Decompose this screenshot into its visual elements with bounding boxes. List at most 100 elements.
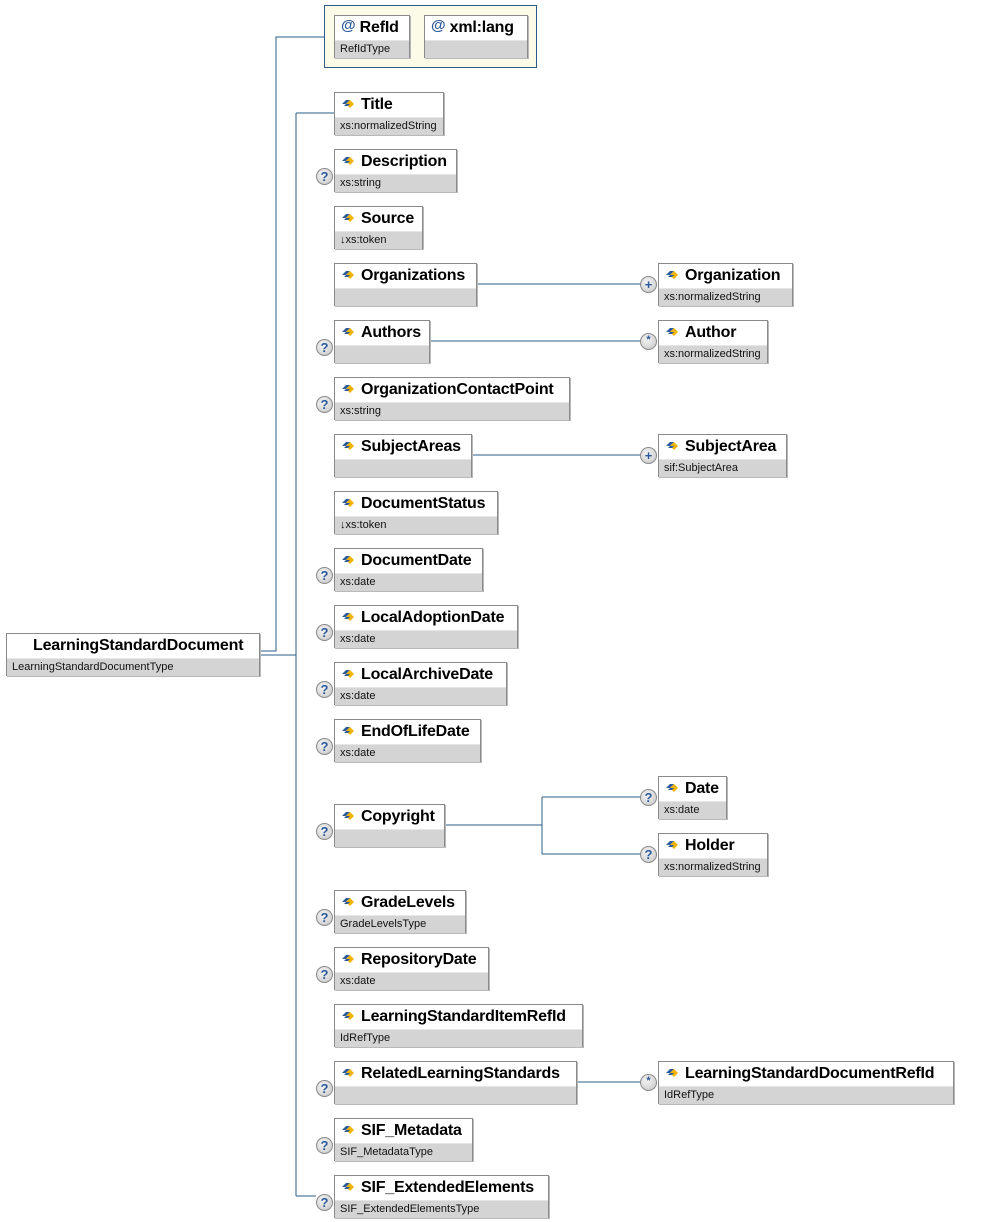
optional-icon: ? — [316, 396, 333, 413]
element-holder[interactable]: Holder xs:normalizedString — [658, 833, 768, 876]
element-icon — [342, 213, 354, 222]
root-element-learning-standard-document[interactable]: LearningStandardDocument LearningStandar… — [6, 633, 260, 676]
element-author[interactable]: Author xs:normalizedString — [658, 320, 768, 363]
element-type: SIF_MetadataType — [335, 1143, 472, 1161]
element-type — [335, 288, 476, 306]
element-sif-extended-elements[interactable]: SIF_ExtendedElements SIF_ExtendedElement… — [334, 1175, 549, 1218]
element-organizations[interactable]: Organizations — [334, 263, 477, 306]
optional-icon: ? — [316, 823, 333, 840]
element-related-learning-standards[interactable]: RelatedLearningStandards — [334, 1061, 577, 1104]
element-icon — [342, 1182, 354, 1191]
optional-icon: ? — [316, 1194, 333, 1211]
element-icon — [342, 811, 354, 820]
element-type: xs:normalizedString — [659, 288, 792, 306]
element-subject-areas[interactable]: SubjectAreas — [334, 434, 472, 477]
element-title[interactable]: Title xs:normalizedString — [334, 92, 444, 135]
optional-icon: ? — [316, 168, 333, 185]
attribute-at-icon: @ — [431, 16, 446, 34]
element-name: SubjectArea — [685, 438, 777, 455]
element-type: xs:normalizedString — [335, 117, 443, 135]
optional-icon: ? — [316, 624, 333, 641]
element-icon — [342, 897, 354, 906]
one-or-more-icon: + — [640, 447, 657, 464]
element-icon — [666, 840, 678, 849]
element-local-adoption-date[interactable]: LocalAdoptionDate xs:date — [334, 605, 518, 648]
element-local-archive-date[interactable]: LocalArchiveDate xs:date — [334, 662, 507, 705]
element-icon — [342, 612, 354, 621]
element-name: Organization — [685, 267, 781, 284]
element-type: IdRefType — [335, 1029, 582, 1047]
element-icon — [342, 498, 354, 507]
element-type: GradeLevelsType — [335, 915, 465, 933]
element-type: SIF_ExtendedElementsType — [335, 1200, 548, 1218]
element-type: xs:normalizedString — [659, 858, 767, 876]
element-learning-standard-document-ref-id[interactable]: LearningStandardDocumentRefId IdRefType — [658, 1061, 954, 1104]
optional-icon: ? — [640, 789, 657, 806]
element-icon — [342, 726, 354, 735]
element-icon — [342, 99, 354, 108]
element-name: RepositoryDate — [361, 951, 477, 968]
element-type: IdRefType — [659, 1086, 953, 1104]
zero-or-more-icon: * — [640, 1074, 657, 1091]
element-source[interactable]: Source ↓xs:token — [334, 206, 423, 249]
element-name: LearningStandardItemRefId — [361, 1008, 566, 1025]
element-type: ↓xs:token — [335, 231, 422, 249]
element-subject-area[interactable]: SubjectArea sif:SubjectArea — [658, 434, 787, 477]
element-type — [335, 459, 471, 477]
element-sif-metadata[interactable]: SIF_Metadata SIF_MetadataType — [334, 1118, 473, 1161]
element-type: sif:SubjectArea — [659, 459, 786, 477]
element-icon — [342, 954, 354, 963]
optional-icon: ? — [640, 846, 657, 863]
element-end-of-life-date[interactable]: EndOfLifeDate xs:date — [334, 719, 481, 762]
element-icon — [13, 639, 28, 650]
element-name: EndOfLifeDate — [361, 723, 470, 740]
element-copyright[interactable]: Copyright — [334, 804, 445, 847]
element-name: Title — [361, 96, 393, 113]
element-description[interactable]: Description xs:string — [334, 149, 457, 192]
optional-icon: ? — [316, 738, 333, 755]
zero-or-more-icon: * — [640, 333, 657, 350]
element-organization[interactable]: Organization xs:normalizedString — [658, 263, 793, 306]
element-type — [335, 1086, 576, 1104]
element-name: OrganizationContactPoint — [361, 381, 554, 398]
element-type: xs:date — [335, 630, 517, 648]
element-icon — [342, 327, 354, 336]
optional-icon: ? — [316, 1080, 333, 1097]
element-icon — [342, 1068, 354, 1077]
element-icon — [342, 384, 354, 393]
element-type: xs:string — [335, 174, 456, 192]
element-grade-levels[interactable]: GradeLevels GradeLevelsType — [334, 890, 466, 933]
element-name: LocalAdoptionDate — [361, 609, 505, 626]
element-icon — [666, 441, 678, 450]
element-name: Copyright — [361, 808, 435, 825]
element-icon — [342, 1011, 354, 1020]
attribute-xml-lang[interactable]: @xml:lang — [424, 15, 528, 58]
element-document-date[interactable]: DocumentDate xs:date — [334, 548, 483, 591]
optional-icon: ? — [316, 909, 333, 926]
element-type — [335, 829, 444, 847]
element-authors[interactable]: Authors — [334, 320, 430, 363]
element-type: xs:string — [335, 402, 569, 420]
attribute-refid[interactable]: @RefId RefIdType — [334, 15, 410, 58]
element-name: Date — [685, 780, 719, 797]
element-type — [335, 345, 429, 363]
element-name: DocumentStatus — [361, 495, 486, 512]
element-date[interactable]: Date xs:date — [658, 776, 727, 819]
optional-icon: ? — [316, 567, 333, 584]
element-learning-standard-item-ref-id[interactable]: LearningStandardItemRefId IdRefType — [334, 1004, 583, 1047]
element-organization-contact-point[interactable]: OrganizationContactPoint xs:string — [334, 377, 570, 420]
element-name: Authors — [361, 324, 421, 341]
element-icon — [342, 270, 354, 279]
element-type: xs:date — [335, 573, 482, 591]
element-name: Description — [361, 153, 447, 170]
element-name: Holder — [685, 837, 735, 854]
element-name: Author — [685, 324, 737, 341]
element-repository-date[interactable]: RepositoryDate xs:date — [334, 947, 489, 990]
element-document-status[interactable]: DocumentStatus ↓xs:token — [334, 491, 498, 534]
one-or-more-icon: + — [640, 276, 657, 293]
element-name: Source — [361, 210, 415, 227]
element-name: Organizations — [361, 267, 466, 284]
element-icon — [342, 156, 354, 165]
element-type: xs:date — [335, 687, 506, 705]
